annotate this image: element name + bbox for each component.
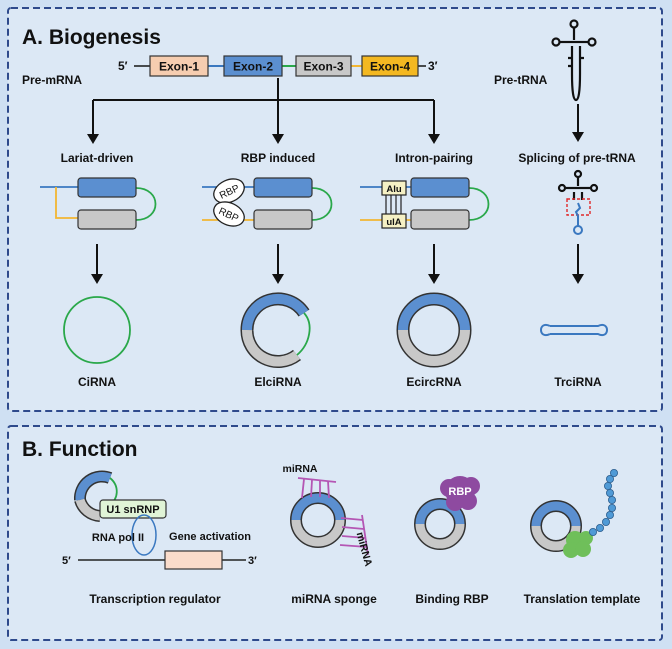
biogenesis-title: A. Biogenesis (22, 26, 161, 49)
function-title: B. Function (22, 438, 137, 461)
alu-label: Alu (386, 184, 402, 195)
pre-mrna-label: Pre-mRNA (22, 73, 82, 87)
u1-snrnp-label: U1 snRNP (106, 504, 159, 516)
exon-2-box (223, 55, 283, 77)
trna-arrowhead-1 (572, 132, 584, 142)
mirna-label-top: miRNA (282, 463, 317, 475)
trcirna-shape (540, 323, 608, 337)
peptide-bead (589, 528, 598, 537)
exon-4-label: Exon-4 (370, 60, 410, 74)
u1-snrnp-box (99, 499, 167, 519)
rna-pol-ii-label: RNA pol II (92, 532, 144, 544)
product-cirna-label: CiRNA (78, 375, 116, 389)
exon-2-label: Exon-2 (233, 60, 273, 74)
caption-transcription-regulator: Transcription regulator (89, 592, 221, 606)
mechanism-rbp-label: RBP induced (241, 151, 315, 165)
peptide-bead (608, 503, 617, 512)
five-prime-label: 5′ (118, 59, 128, 73)
exon-1-box (149, 55, 209, 77)
peptide-bead (606, 474, 615, 483)
branch-arrows (92, 78, 435, 136)
peptide-bead (596, 524, 605, 533)
gene-activation-label: Gene activation (169, 531, 251, 543)
function-three-prime: 3′ (248, 555, 257, 567)
mirna-sponge-diagram (290, 477, 369, 556)
caption-mirna-sponge: miRNA sponge (291, 592, 377, 606)
binding-rbp-diagram (414, 498, 466, 550)
rna-pol-ii-ellipse (131, 514, 157, 556)
product-ecircrna-label: EcircRNA (406, 375, 462, 389)
ecircrna-circle (396, 292, 472, 368)
peptide-bead (606, 488, 615, 497)
peptide-bead (602, 518, 611, 527)
branch-arrowheads (87, 134, 440, 144)
pre-trna-label: Pre-tRNA (494, 73, 548, 87)
mechanism-trna-splicing-label: Splicing of pre-tRNA (518, 151, 636, 165)
rbp-blob-label: RBP (448, 486, 471, 498)
peptide-bead (604, 481, 613, 490)
peptide-chain-icon (589, 468, 619, 537)
rbp-induced-diagram (202, 177, 333, 230)
lariat-driven-diagram (40, 177, 157, 230)
mechanism-lariat-label: Lariat-driven (61, 151, 134, 165)
exon-4-box (361, 55, 419, 77)
ribosome-icon (563, 531, 593, 558)
product-trcirna-label: TrciRNA (554, 375, 602, 389)
pre-trna-icon (551, 19, 597, 102)
caption-binding-rbp: Binding RBP (415, 592, 488, 606)
elcirna-circle (240, 292, 311, 368)
exon-1-label: Exon-1 (159, 60, 199, 74)
mechanism-intron-pairing-label: Intron-pairing (395, 151, 473, 165)
ula-label: ulA (386, 217, 401, 228)
cirna-circle (63, 296, 131, 364)
exon-3-box (295, 55, 352, 77)
product-arrowheads (91, 274, 584, 284)
three-prime-label: 3′ (428, 59, 438, 73)
function-five-prime: 5′ (62, 555, 71, 567)
gene-box (164, 550, 223, 570)
trna-splicing-diagram (557, 169, 599, 235)
rbp-blob-icon (440, 476, 480, 511)
product-elcirna-label: ElciRNA (254, 375, 302, 389)
product-arrows (96, 244, 579, 276)
intron-pairing-diagram (360, 177, 490, 230)
caption-translation-template: Translation template (524, 592, 641, 606)
peptide-bead (608, 495, 617, 504)
panel-biogenesis (7, 7, 663, 412)
peptide-bead (610, 468, 619, 477)
peptide-bead (606, 510, 615, 519)
exon-3-label: Exon-3 (303, 60, 343, 74)
